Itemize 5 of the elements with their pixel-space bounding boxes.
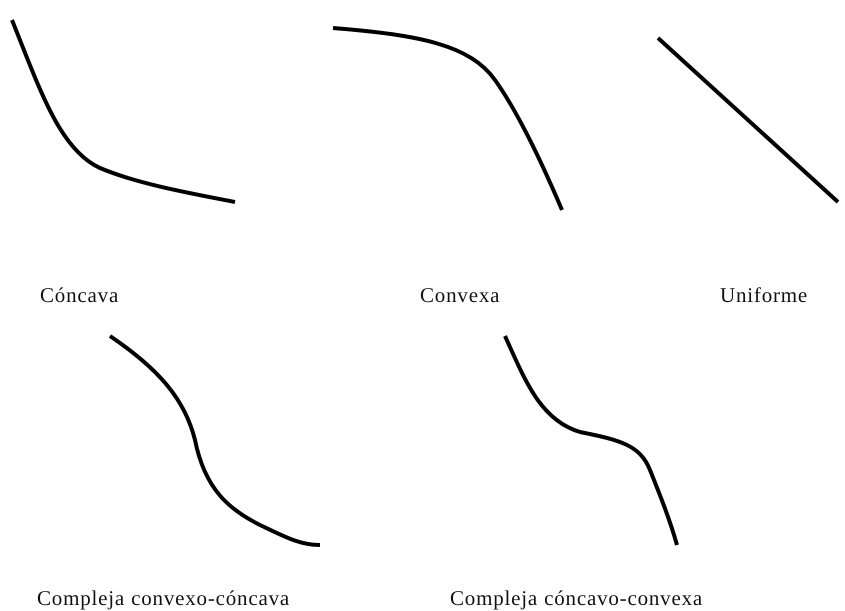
curve-label: Uniforme xyxy=(720,285,808,306)
curve-label: Compleja convexo-cóncava xyxy=(37,588,290,609)
curve-label: Compleja cóncavo-convexa xyxy=(450,588,704,609)
curve-label: Convexa xyxy=(420,285,500,306)
curve-label: Cóncava xyxy=(40,285,120,306)
